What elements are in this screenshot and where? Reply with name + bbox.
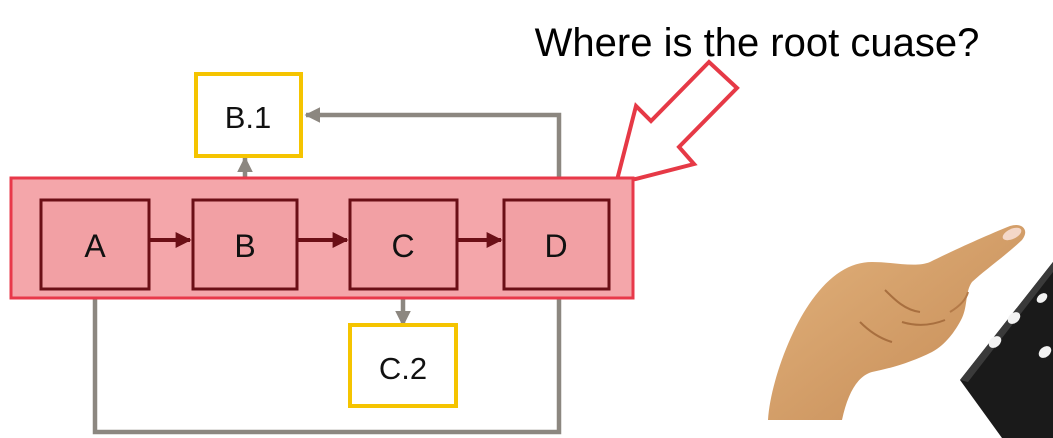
node-b: B	[191, 198, 299, 291]
question-title: Where is the root cuase?	[535, 21, 980, 65]
edge-d-to-b1	[304, 107, 562, 200]
callout-arrow	[613, 59, 740, 187]
edge-d-to-a	[87, 278, 562, 435]
node-a: A	[39, 198, 151, 291]
node-d: D	[502, 198, 611, 291]
node-c: C	[348, 198, 459, 291]
finger-pushing-domino-icon	[768, 224, 1053, 438]
node-c2: C.2	[348, 323, 458, 408]
node-b-label: B	[234, 228, 255, 264]
node-b1: B.1	[194, 72, 303, 158]
node-c2-label: C.2	[379, 351, 427, 386]
node-c-label: C	[391, 228, 414, 264]
node-a-label: A	[84, 228, 106, 264]
domino-icon	[960, 262, 1053, 438]
node-b1-label: B.1	[225, 100, 272, 135]
node-d-label: D	[544, 228, 567, 264]
hand-icon	[768, 224, 1026, 420]
